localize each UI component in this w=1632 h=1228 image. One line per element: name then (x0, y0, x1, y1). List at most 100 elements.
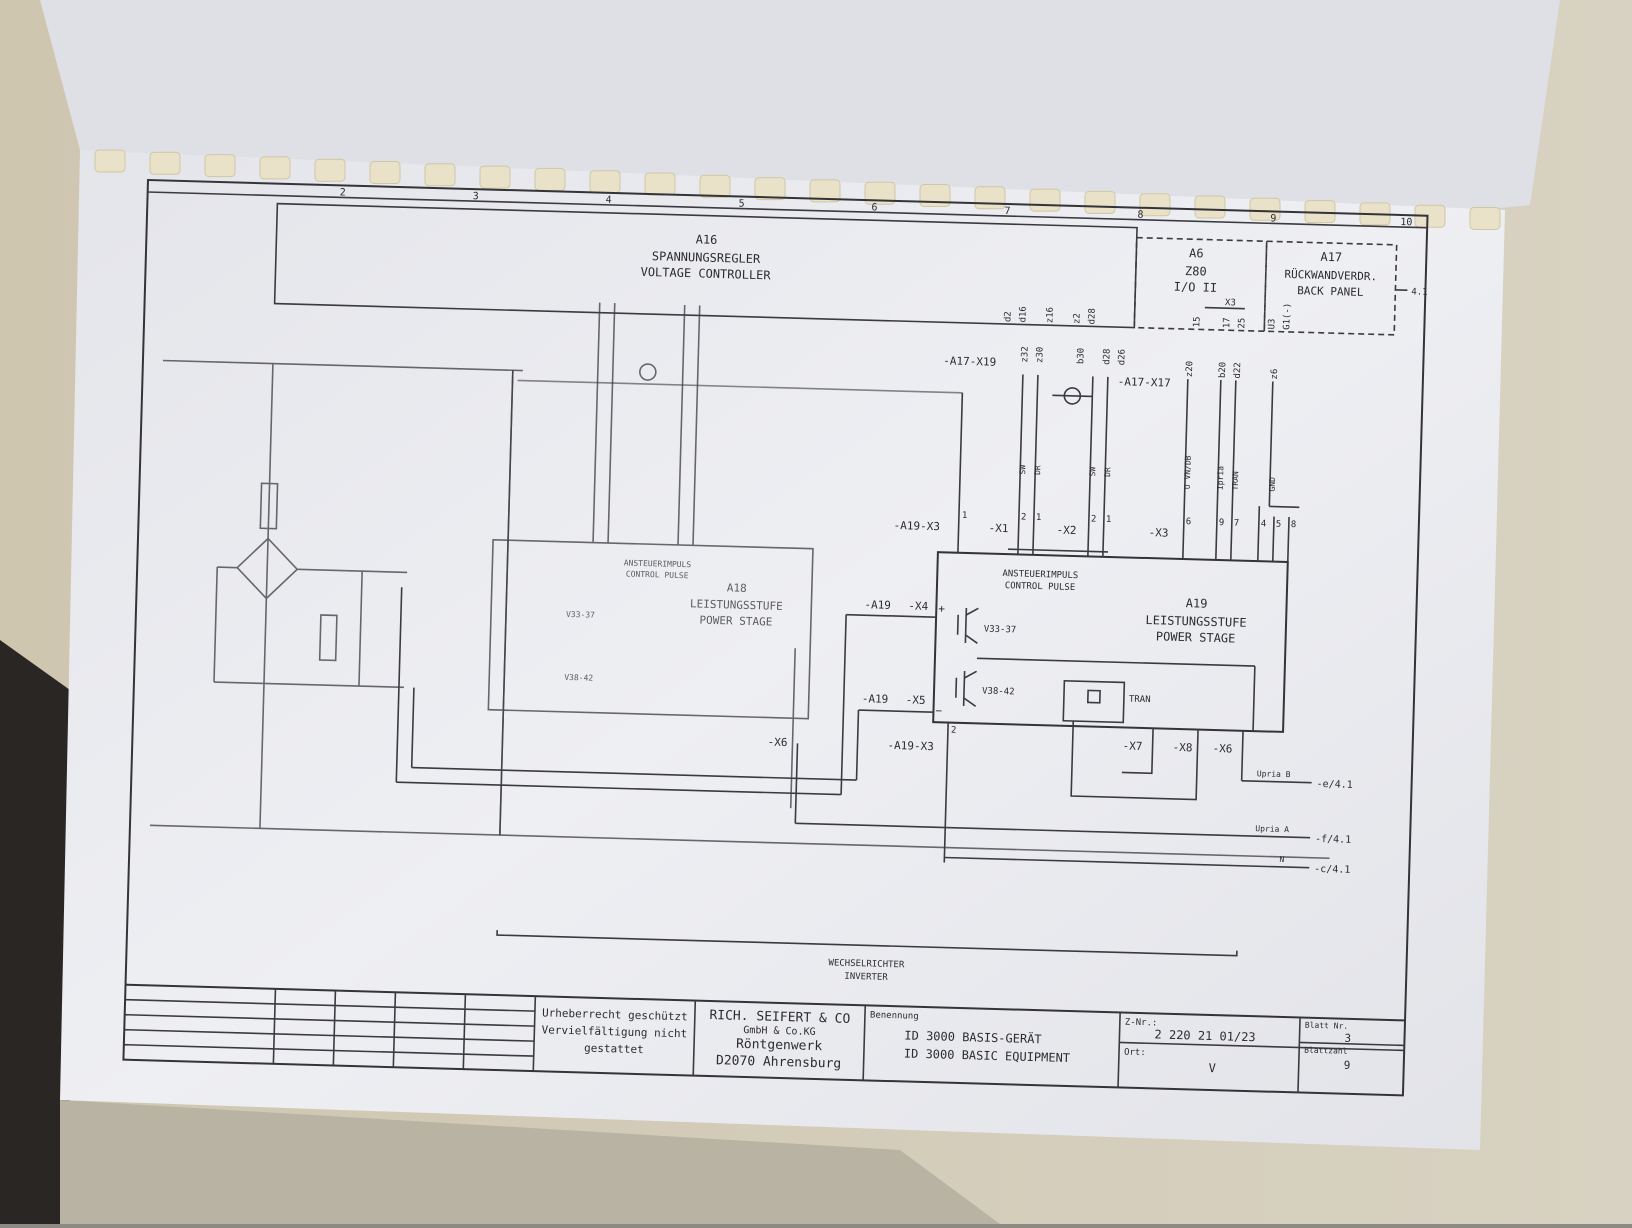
a19-v38: V38-42 (982, 686, 1015, 697)
pin-x1-1: 1 (1036, 513, 1042, 523)
x3-pin-g1: G1(-) (1282, 303, 1293, 330)
output-upria-b-label: Upria B (1257, 769, 1291, 779)
x17-pin: d22 (1233, 362, 1243, 379)
signal-uvdb: U VN/DB (1183, 455, 1193, 489)
column-number: 9 (1270, 213, 1276, 224)
a18-id: A18 (727, 581, 747, 595)
a18-v33: V33-37 (566, 610, 595, 620)
signal-dr-2: DR (1103, 467, 1112, 477)
pin-x3-5: 5 (1276, 520, 1282, 530)
a6-model: Z80 (1185, 264, 1207, 279)
comb-ring (1195, 196, 1225, 218)
x4-label: -X4 (908, 599, 929, 613)
a18-name-de: LEISTUNGSSTUFE (690, 597, 783, 613)
column-number: 8 (1137, 210, 1143, 221)
a18-pulse-en: CONTROL PULSE (626, 569, 689, 580)
a17-name-en: BACK PANEL (1297, 284, 1364, 299)
company-line-3: Röntgenwerk (736, 1037, 823, 1054)
x3-label: X3 (1225, 298, 1236, 308)
column-number: 5 (738, 199, 744, 210)
a16-pin: d2 (1003, 311, 1013, 322)
minus-mark: − (935, 704, 942, 717)
a6-name: I/O II (1174, 280, 1218, 295)
x3-label-conn: -X3 (1148, 526, 1168, 540)
comb-ring (370, 162, 400, 184)
comb-ring (425, 164, 455, 186)
a6-id: A6 (1189, 246, 1204, 260)
signal-sw-2: SW (1088, 467, 1097, 477)
x17-pin: z6 (1270, 369, 1280, 380)
blatt-value: 3 (1344, 1032, 1351, 1045)
benennung-label: Benennung (870, 1010, 919, 1021)
pin-x3-1: 1 (962, 511, 968, 521)
pin-x2-2: 2 (1091, 514, 1097, 524)
blattzahl-value: 9 (1344, 1059, 1351, 1072)
front-page (60, 150, 1505, 1150)
x3-pin-17: 17 (1222, 317, 1232, 328)
ort-label: Ort: (1124, 1048, 1146, 1059)
column-number: 3 (472, 191, 478, 202)
a16-id: A16 (696, 232, 718, 247)
company-line-2: GmbH & Co.KG (743, 1025, 816, 1038)
signal-gnd: GND (1268, 477, 1277, 492)
x17-pin: b20 (1218, 362, 1228, 379)
pin-x3-9: 9 (1219, 518, 1225, 528)
comb-ring (315, 159, 345, 181)
signal-tran: TRAN (1231, 471, 1241, 491)
comb-ring (1470, 208, 1500, 230)
a17-x19-label: -A17-X19 (943, 354, 996, 368)
pin-x1-2: 2 (1021, 513, 1027, 523)
a18-name-en: POWER STAGE (699, 614, 772, 629)
znr-label: Z-Nr.: (1125, 1018, 1158, 1029)
x8-label: -X8 (1172, 741, 1192, 755)
znr-value: 2 220 21 01/23 (1154, 1027, 1256, 1044)
blatt-label: Blatt Nr. (1305, 1021, 1349, 1031)
a19-x3-bottom-label: -A19-X3 (887, 739, 934, 753)
x17-pin: z20 (1185, 361, 1195, 378)
pin-x3-4: 4 (1261, 519, 1267, 529)
comb-ring (1030, 189, 1060, 211)
pin-x3-8: 8 (1291, 520, 1297, 530)
x6-right-label: -X6 (1212, 742, 1232, 756)
output-upria-a-ref: -f/4.1 (1315, 834, 1351, 846)
x19-pin: d26 (1117, 349, 1127, 366)
x19-pin: d28 (1102, 348, 1112, 365)
x19-pin: z32 (1020, 346, 1030, 363)
comb-ring (95, 150, 125, 172)
output-n-label: N (1279, 855, 1284, 864)
pin-x3-7: 7 (1234, 518, 1240, 528)
signal-sw-1: SW (1018, 465, 1027, 475)
x7-label: -X7 (1122, 739, 1142, 753)
pin-x2-1: 1 (1106, 515, 1112, 525)
x6-left-label: -X6 (767, 736, 787, 750)
a16-pin: d28 (1087, 308, 1097, 325)
x3-pin-25: 25 (1237, 318, 1247, 329)
plus-mark: + (938, 602, 945, 615)
a19-name-en: POWER STAGE (1156, 629, 1236, 645)
comb-ring (205, 155, 235, 177)
a19-pulse-de: ANSTEUERIMPULS (1002, 569, 1078, 581)
a18-pulse-de: ANSTEUERIMPULS (624, 558, 692, 569)
column-number: 4 (605, 195, 611, 206)
a18-v38: V38-42 (564, 673, 593, 683)
a16-pin: d16 (1018, 306, 1028, 323)
x3-pin-u3: U3 (1267, 318, 1277, 329)
a19-v33: V33-37 (984, 625, 1017, 636)
output-upria-b-ref: -e/4.1 (1316, 779, 1352, 791)
comb-ring (535, 168, 565, 190)
dark-corner (0, 640, 70, 1224)
a19-x4-label: -A19 (864, 598, 891, 612)
comb-ring (1140, 194, 1170, 216)
a17-id: A17 (1320, 250, 1342, 265)
inverter-de: WECHSELRICHTER (828, 958, 905, 970)
a16-pin: z2 (1072, 313, 1082, 324)
signal-dr-1: DR (1033, 465, 1042, 475)
x1-label: -X1 (988, 522, 1008, 536)
comb-ring (260, 157, 290, 179)
a19-x5-label: -A19 (862, 692, 889, 706)
a19-pulse-en: CONTROL PULSE (1005, 581, 1076, 593)
pin-x3-bottom: 2 (951, 726, 957, 736)
output-n-ref: -c/4.1 (1314, 864, 1350, 876)
